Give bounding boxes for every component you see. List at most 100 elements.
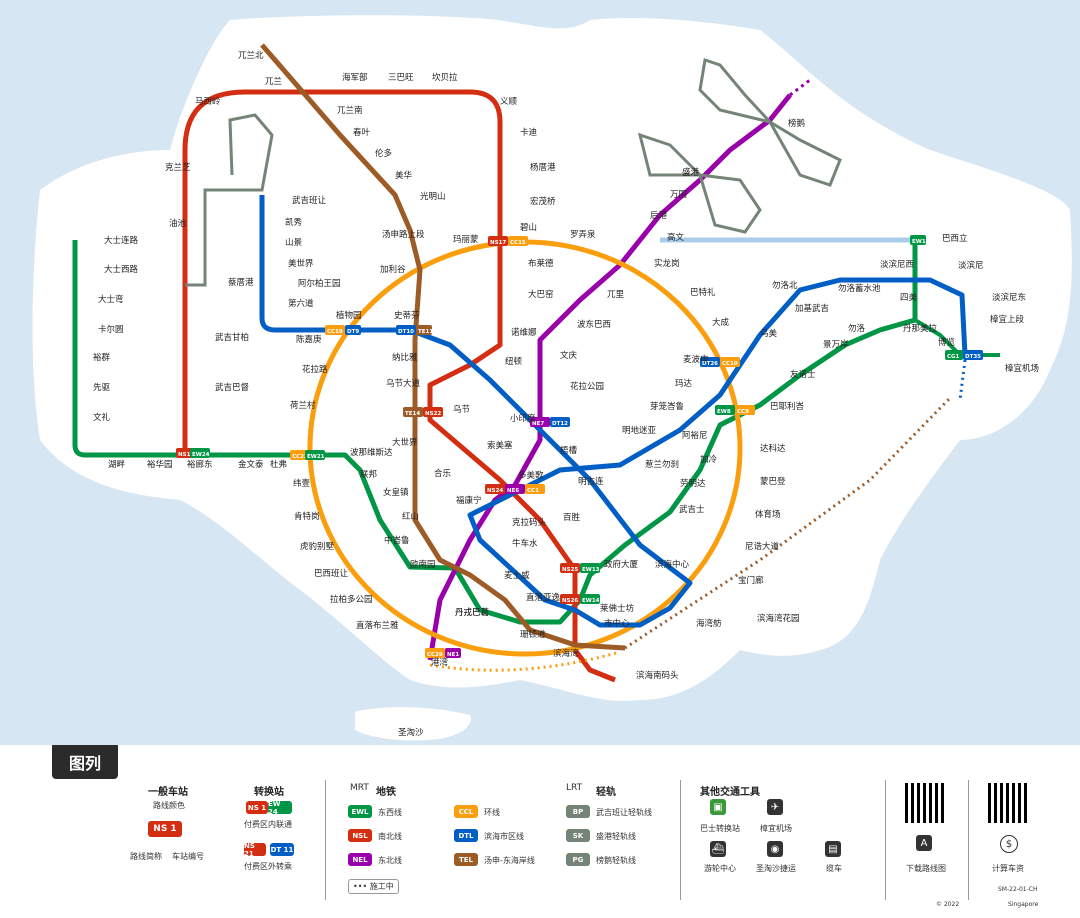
line-name-label: 榜鹅轻轨线 (596, 856, 636, 865)
station-label: 拉柏多公园 (330, 594, 373, 605)
svg-text:DT26: DT26 (702, 361, 718, 367)
station-label: 卡尔圆 (98, 324, 124, 335)
station-label: 小印度 (510, 413, 536, 424)
station-label: 巴特礼 (690, 287, 716, 298)
station-label: 伦多 (375, 148, 393, 159)
nel-line (427, 93, 792, 661)
fare-qr-code[interactable] (988, 783, 1028, 823)
map-download-icon: A (916, 835, 932, 851)
station-label: 牛车水 (512, 538, 538, 549)
station-label: 索美塞 (487, 440, 513, 451)
station-label: 政府大厦 (604, 559, 639, 570)
island-land (32, 15, 1072, 701)
line-code-badge: SK (566, 829, 590, 842)
svg-text:CC1: CC1 (527, 488, 539, 494)
station-label: 文庆 (560, 350, 578, 361)
station-label: 波那维斯达 (350, 447, 393, 458)
divider (968, 780, 969, 900)
station-label: 劳明达 (680, 478, 706, 489)
station-label: 滨海湾花园 (757, 613, 800, 624)
line-code-badge: DTL (454, 829, 478, 842)
station-label: 武吉班让 (292, 195, 327, 206)
station-label: 史蒂芬 (394, 310, 420, 321)
mrt-en-label: MRT (350, 783, 369, 793)
station-label: 先驱 (93, 382, 111, 393)
station-label: 滨海中心 (655, 559, 690, 570)
station-label: 碧山 (520, 222, 537, 233)
svg-text:DT12: DT12 (552, 421, 568, 427)
svg-text:DT35: DT35 (965, 354, 981, 360)
ewl-line (72, 240, 918, 625)
fare-icon: $ (1000, 835, 1018, 853)
station-label: 宝门廊 (738, 575, 764, 586)
station-label: 大巴窑 (528, 289, 554, 300)
svg-text:CC10: CC10 (722, 361, 738, 367)
station-label: 市中心 (604, 618, 630, 629)
line-code-badge: NEL (348, 853, 372, 866)
svg-text:CC9: CC9 (737, 409, 749, 415)
station-label: 巴西立 (942, 233, 968, 244)
svg-text:EW1: EW1 (912, 239, 926, 245)
svg-text:NE6: NE6 (507, 488, 519, 494)
download-label: 下载路线图 (906, 864, 946, 873)
sk-lrt (637, 132, 762, 234)
line-code-badge: NSL (348, 829, 372, 842)
station-label: 兀里 (607, 290, 625, 300)
line-abbr-label: 路线简称 (130, 852, 162, 861)
svg-text:NS22: NS22 (425, 411, 441, 417)
line-name-label: 滨海市区线 (484, 832, 524, 841)
fare-label: 计算车资 (992, 864, 1024, 873)
station-label: 罗弄泉 (570, 229, 596, 240)
line-name-label: 东西线 (378, 808, 402, 817)
station-label: 樟宜机场 (1005, 363, 1039, 374)
station-label: 巴耶利峇 (770, 401, 805, 412)
legend-title: 图列 (52, 745, 118, 779)
svg-text:NS17: NS17 (490, 240, 506, 246)
station-label: 盛港 (682, 167, 700, 178)
svg-text:DT9: DT9 (347, 329, 359, 335)
svg-text:EW13: EW13 (582, 567, 600, 573)
station-label: 玛达 (675, 378, 693, 389)
line-name-label: 南北线 (378, 832, 402, 841)
station-label: 红山 (402, 511, 419, 522)
station-label: 欧南园 (410, 559, 436, 570)
station-label: 裕群 (93, 352, 111, 363)
dtl-line (259, 195, 968, 628)
station-label: 裕华园 (147, 459, 173, 470)
svg-text:EW8: EW8 (717, 409, 731, 415)
station-label: 梧槽 (560, 445, 578, 456)
station-label: 武吉士 (679, 504, 705, 515)
station-label: 纽顿 (505, 356, 523, 367)
lrt-en-label: LRT (566, 783, 583, 793)
station-label: 春叶 (353, 127, 371, 138)
svg-text:CC19: CC19 (327, 329, 343, 335)
transport-bus-label: 巴士转换站 (700, 824, 740, 833)
station-label: 丹那美拉 (903, 323, 938, 334)
station-label: 丹戎巴葛 (455, 607, 489, 618)
station-label: 体育场 (755, 509, 781, 520)
station-label: 勿洛 (848, 323, 866, 334)
station-label: 淡滨尼东 (992, 292, 1026, 303)
station-label: 克拉码头 (512, 517, 547, 528)
cruise-icon: ⛴ (710, 841, 726, 857)
station-labels: 兀兰北兀兰海军部三巴旺坎贝拉义顺马西岭兀兰南春叶伦多美华光明山卡迪杨厝港宏茂桥碧… (93, 50, 1039, 681)
station-label: 港湾 (431, 657, 449, 668)
station-label: 植物园 (336, 310, 362, 321)
sentosa-express-icon: ◉ (767, 841, 783, 857)
station-label: 多美歌 (518, 470, 544, 481)
download-qr-code[interactable] (905, 783, 945, 823)
station-label: 宏茂桥 (530, 196, 556, 207)
station-label: 明地迷亚 (622, 425, 657, 436)
map-code: SM-22-01-CH (998, 886, 1038, 893)
station-label: 滨海南码头 (636, 670, 679, 681)
svg-text:DT10: DT10 (398, 329, 414, 335)
transfer-sample-dt: DT 11 (270, 843, 294, 856)
station-label: 蔡厝港 (228, 277, 254, 288)
station-label: 中峇鲁 (384, 535, 410, 546)
cable-car-icon: ▤ (825, 841, 841, 857)
station-label: 玛丽蒙 (453, 234, 479, 245)
line-name-label: 盛港轻轨线 (596, 832, 636, 841)
mrt-zh-label: 地铁 (376, 787, 396, 798)
divider (325, 780, 326, 900)
station-label: 勿洛蓄水池 (838, 283, 881, 294)
